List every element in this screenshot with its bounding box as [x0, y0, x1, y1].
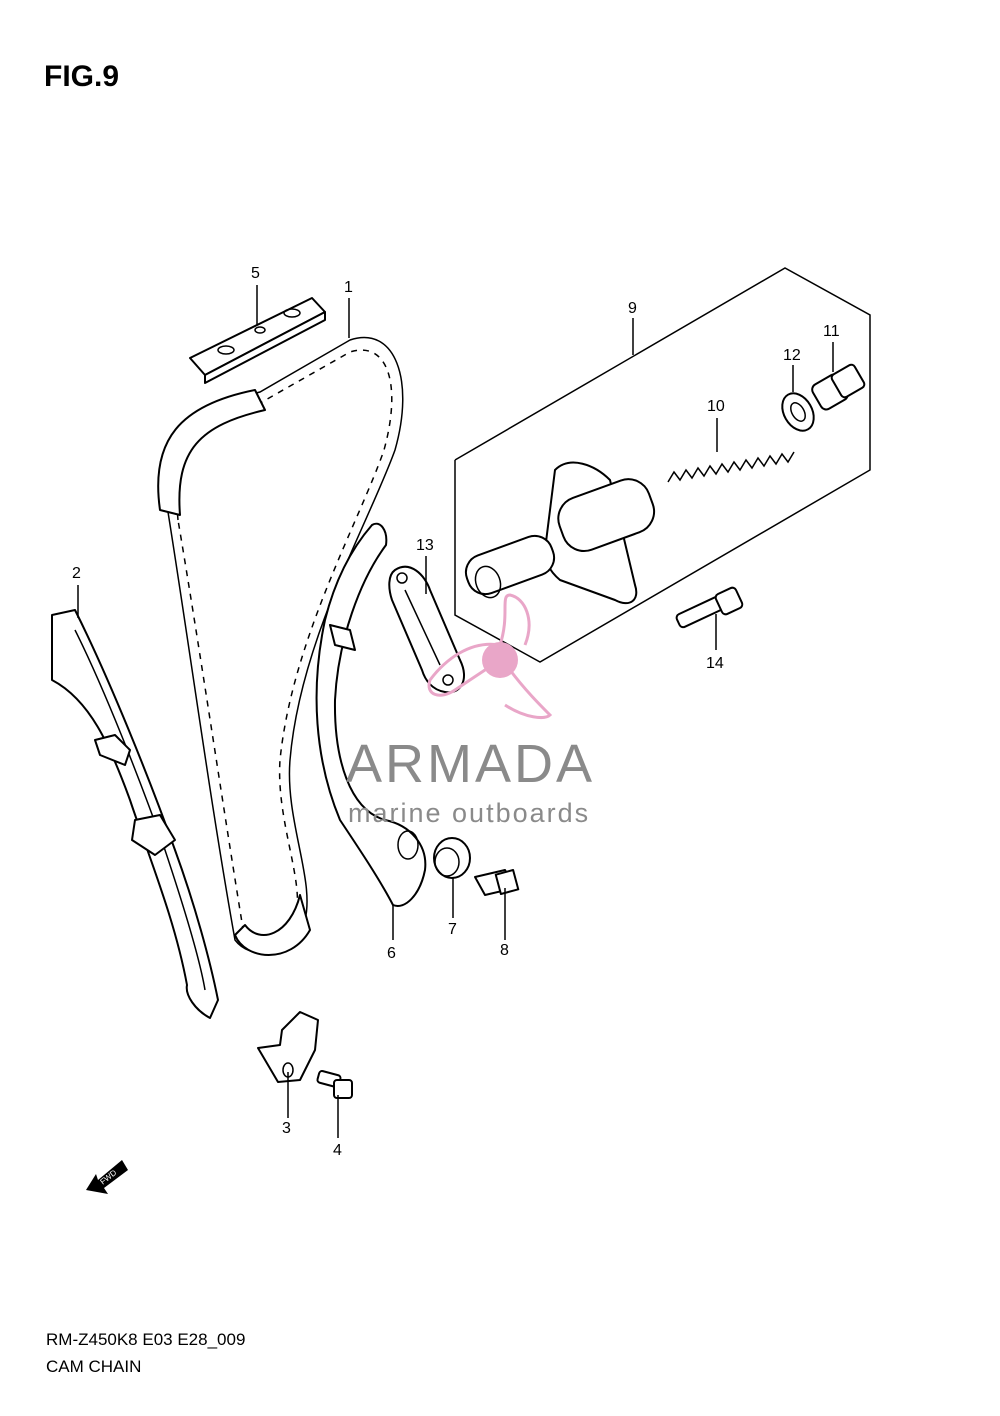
part-9-tensioner-body[interactable] — [461, 461, 660, 605]
callout-6: 6 — [387, 945, 396, 962]
fwd-direction-arrow: FWD — [86, 1160, 128, 1194]
part-1-cam-chain[interactable] — [157, 336, 404, 956]
part-4-small-bolt[interactable] — [316, 1070, 353, 1099]
part-5-guide-plate[interactable] — [189, 297, 326, 384]
armada-propeller-logo — [427, 593, 553, 719]
callout-7: 7 — [448, 921, 457, 938]
diagram-caption: CAM CHAIN — [46, 1357, 142, 1376]
callout-4: 4 — [333, 1142, 342, 1159]
watermark-brand: ARMADA — [346, 734, 595, 794]
callout-13: 13 — [416, 537, 434, 554]
callout-14: 14 — [706, 655, 724, 672]
callout-1: 1 — [344, 279, 353, 296]
part-8-bolt[interactable] — [474, 869, 520, 896]
callout-10: 10 — [707, 398, 725, 415]
callout-8: 8 — [500, 942, 509, 959]
callout-11: 11 — [823, 323, 840, 340]
part-7-bushing[interactable] — [433, 837, 471, 879]
leader-lines — [77, 285, 834, 1138]
callout-5: 5 — [251, 265, 260, 282]
part-13-gasket[interactable] — [388, 565, 465, 694]
callout-2: 2 — [72, 565, 81, 582]
diagram-code: RM-Z450K8 E03 E28_009 — [46, 1330, 246, 1349]
part-6-tensioner-guide[interactable] — [315, 522, 427, 907]
callout-12: 12 — [783, 347, 801, 364]
part-3-bracket[interactable] — [257, 1011, 319, 1083]
watermark-tagline: marine outboards — [348, 798, 590, 828]
figure-title: FIG.9 — [44, 60, 120, 93]
callout-3: 3 — [282, 1120, 291, 1137]
callout-9: 9 — [628, 300, 637, 317]
part-12-washer[interactable] — [776, 388, 820, 437]
part-10-spring[interactable] — [667, 451, 795, 483]
part-11-plug-bolt[interactable] — [810, 363, 866, 411]
part-2-chain-guide[interactable] — [51, 609, 219, 1019]
tensioner-assembly-box — [454, 267, 871, 663]
part-14-bolt[interactable] — [675, 586, 744, 629]
